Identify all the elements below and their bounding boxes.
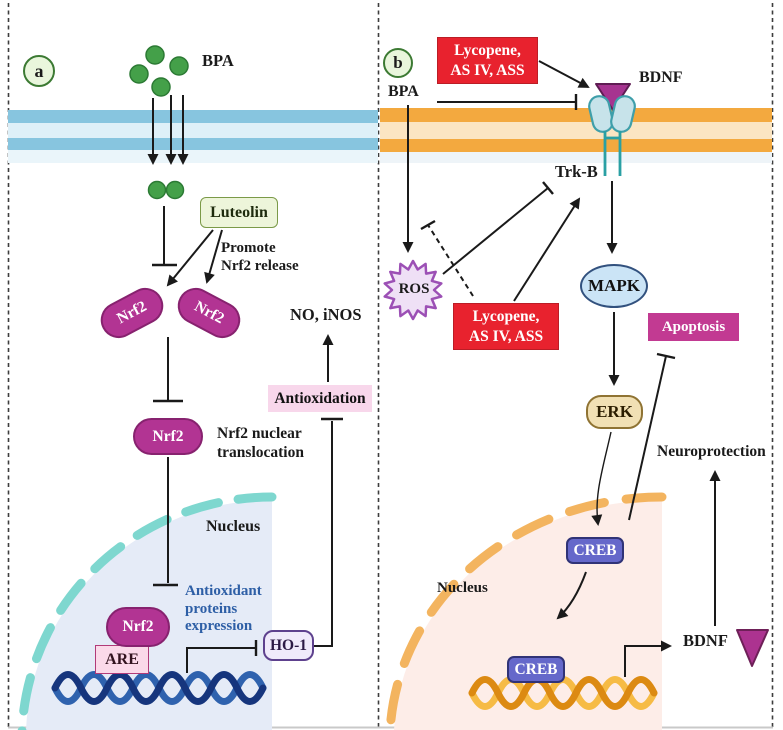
- mapk-node: MAPK: [580, 264, 648, 308]
- ho1-box: HO-1: [263, 630, 314, 661]
- are-box: ARE: [95, 645, 149, 674]
- bpa-label-a: BPA: [202, 51, 234, 70]
- apoptosis-box: Apoptosis: [648, 313, 739, 341]
- dna-helix-a: [51, 671, 267, 705]
- panel-b-arrows: [402, 60, 721, 677]
- trkb-label: Trk-B: [555, 162, 598, 181]
- panel-a-label: a: [23, 55, 55, 87]
- nrf2-pill-nucleus: Nrf2: [106, 607, 170, 647]
- antioxidation-box: Antioxidation: [268, 385, 372, 412]
- antioxidant-expression-label: Antioxidant proteins expression: [185, 583, 262, 635]
- luteolin-box: Luteolin: [200, 197, 278, 228]
- bpa-label-b: BPA: [388, 83, 419, 100]
- bdnf-label: BDNF: [639, 69, 683, 86]
- nucleus-label-b: Nucleus: [437, 580, 488, 596]
- treatment-box-bottom: Lycopene, AS IV, ASS: [453, 303, 559, 350]
- creb-node-upper: CREB: [566, 537, 624, 564]
- trkb-receptor: [588, 83, 636, 176]
- nrf2-pill-cytosol: Nrf2: [133, 418, 203, 455]
- ros-label: ROS: [398, 281, 430, 297]
- no-inos-label: NO, iNOS: [290, 305, 362, 324]
- bdnf-gene-label: BDNF: [683, 631, 728, 650]
- creb-node-lower: CREB: [507, 656, 565, 683]
- bdnf-gene-triangle-icon: [736, 629, 769, 667]
- cell-membrane-a: [8, 110, 378, 163]
- treatment-box-top: Lycopene, AS IV, ASS: [437, 37, 538, 84]
- bpa-molecules: [129, 45, 189, 200]
- nuclear-translocation-label: Nrf2 nuclear translocation: [217, 425, 304, 461]
- panel-b-label: b: [383, 48, 413, 78]
- promote-nrf2-release-label: Promote Nrf2 release: [221, 240, 299, 274]
- panel-a-arrows: [147, 95, 343, 673]
- cell-membrane-b: [380, 108, 772, 163]
- erk-node: ERK: [586, 395, 643, 429]
- nucleus-label-a: Nucleus: [206, 518, 261, 535]
- neuroprotection-label: Neuroprotection: [657, 443, 766, 460]
- ros-starburst-icon: [383, 259, 443, 321]
